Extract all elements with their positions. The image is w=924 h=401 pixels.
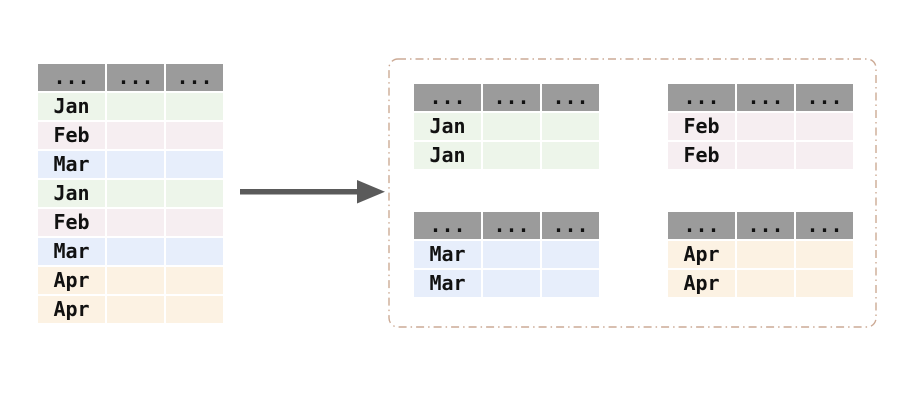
table-header-cell: ... (483, 84, 540, 111)
table-header-cell: ... (796, 84, 853, 111)
row-cell (542, 113, 599, 140)
table-header-cell: ... (107, 64, 164, 91)
table-header-cell: ... (166, 64, 223, 91)
row-label-cell: Feb (668, 142, 735, 169)
row-cell (166, 151, 223, 178)
table-header-cell: ... (668, 212, 735, 239)
row-cell (542, 241, 599, 268)
row-cell (107, 296, 164, 323)
arrow-head (357, 180, 385, 204)
groups-dashed-border (388, 58, 877, 328)
row-label-cell: Apr (38, 296, 105, 323)
row-label-cell: Apr (668, 241, 735, 268)
row-cell (796, 241, 853, 268)
row-label-cell: Apr (668, 270, 735, 297)
table-header-cell: ... (737, 84, 794, 111)
row-label-cell: Jan (38, 180, 105, 207)
row-label-cell: Apr (38, 267, 105, 294)
row-cell (737, 270, 794, 297)
row-cell (483, 142, 540, 169)
table-header-cell: ... (796, 212, 853, 239)
row-label-cell: Feb (38, 122, 105, 149)
row-cell (166, 238, 223, 265)
arrow-shaft (240, 189, 362, 195)
row-label-cell: Jan (414, 113, 481, 140)
row-cell (166, 93, 223, 120)
row-cell (166, 209, 223, 236)
row-cell (166, 122, 223, 149)
row-label-cell: Feb (668, 113, 735, 140)
row-cell (796, 113, 853, 140)
split-arrow-icon (240, 180, 385, 204)
table-header-cell: ... (414, 84, 481, 111)
row-cell (737, 241, 794, 268)
row-cell (483, 113, 540, 140)
row-cell (107, 267, 164, 294)
row-cell (107, 238, 164, 265)
row-label-cell: Feb (38, 209, 105, 236)
row-cell (166, 296, 223, 323)
row-label-cell: Mar (38, 151, 105, 178)
row-cell (107, 209, 164, 236)
row-label-cell: Mar (414, 270, 481, 297)
table-header-cell: ... (414, 212, 481, 239)
row-label-cell: Mar (414, 241, 481, 268)
row-label-cell: Mar (38, 238, 105, 265)
row-cell (483, 241, 540, 268)
table-header-cell: ... (668, 84, 735, 111)
row-label-cell: Jan (414, 142, 481, 169)
row-cell (542, 142, 599, 169)
row-cell (166, 180, 223, 207)
row-cell (737, 113, 794, 140)
row-cell (107, 93, 164, 120)
row-cell (542, 270, 599, 297)
row-cell (107, 180, 164, 207)
row-cell (737, 142, 794, 169)
row-cell (796, 142, 853, 169)
table-header-cell: ... (542, 212, 599, 239)
row-cell (483, 270, 540, 297)
table-header-cell: ... (737, 212, 794, 239)
table-header-cell: ... (542, 84, 599, 111)
row-label-cell: Jan (38, 93, 105, 120)
row-cell (796, 270, 853, 297)
table-header-cell: ... (38, 64, 105, 91)
row-cell (107, 151, 164, 178)
row-cell (166, 267, 223, 294)
row-cell (107, 122, 164, 149)
table-header-cell: ... (483, 212, 540, 239)
